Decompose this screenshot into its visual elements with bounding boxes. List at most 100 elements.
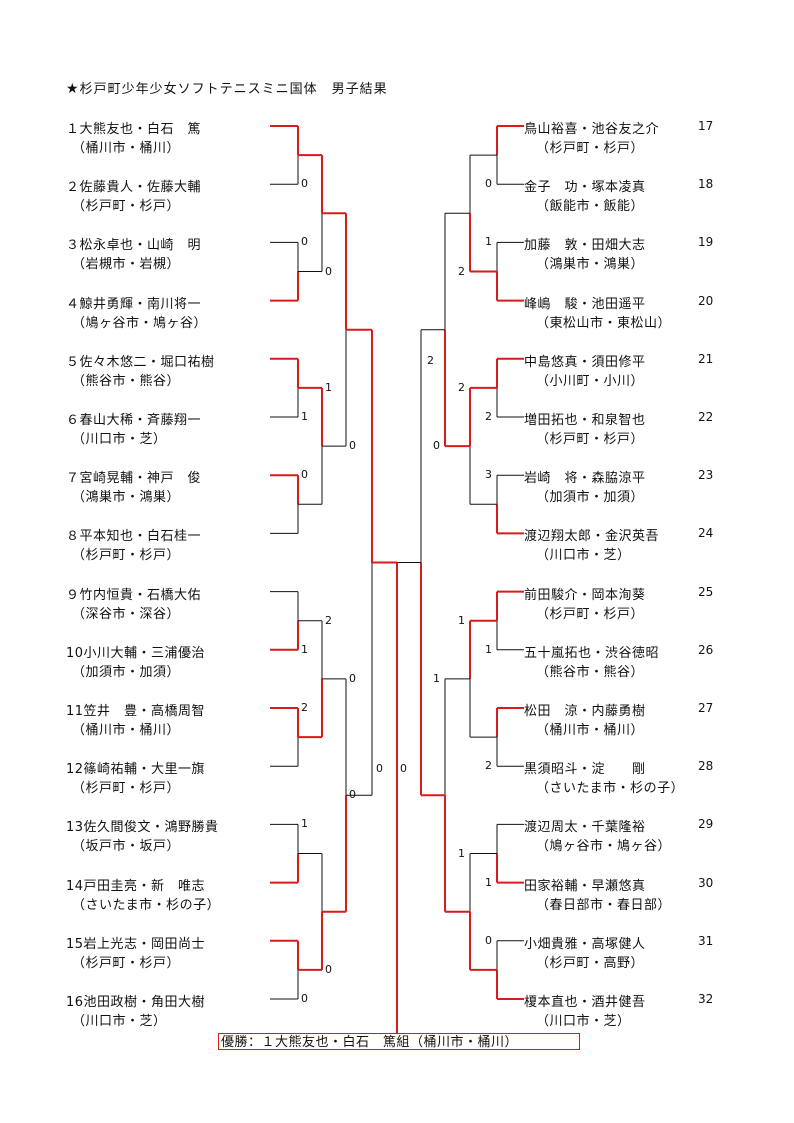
score: 0	[301, 235, 308, 249]
score: 3	[485, 468, 492, 482]
player-name: 五十嵐拓也・渋谷徳昭	[524, 645, 660, 661]
score: 1	[485, 875, 492, 889]
player-name: 榎本直也・酒井健吾	[524, 995, 646, 1010]
score: 2	[458, 380, 465, 394]
player-name: １大熊友也・白石 篤	[66, 122, 202, 137]
score: 0	[485, 933, 492, 947]
score: 1	[301, 410, 308, 423]
score: 0	[301, 992, 308, 1005]
player-club: （桶川市・桶川）	[72, 723, 181, 738]
score: 1	[325, 380, 332, 394]
seed-number: 27	[698, 701, 714, 715]
player-name: 黒須昭斗・淀 剛	[524, 762, 646, 778]
player-name: 11笠井 豊・高橋周智	[66, 704, 206, 719]
score: 0	[485, 177, 492, 191]
seed-number: 26	[698, 642, 714, 657]
score: 1	[301, 642, 308, 656]
player-club: （川口市・芝）	[72, 1014, 167, 1029]
player-club: （鴻巣市・鴻巣）	[72, 490, 181, 506]
player-name: ９竹内恒貴・石橋大佑	[66, 587, 202, 603]
champion-label: 優勝：１大熊友也・白石 篤組（桶川市・桶川）	[218, 1033, 580, 1050]
player-club: （小川町・小川）	[536, 373, 645, 389]
player-club: （さいたま市・杉の子）	[536, 781, 685, 797]
player-name: 松田 涼・内藤勇樹	[524, 704, 646, 719]
score: 0	[301, 177, 308, 191]
seed-number: 28	[698, 759, 714, 774]
page-title: ★杉戸町少年少女ソフトテニスミニ国体 男子結果	[66, 78, 388, 97]
player-club: （深谷市・深谷）	[72, 606, 181, 622]
score: 2	[458, 264, 465, 278]
final-score-right: 0	[400, 762, 407, 775]
player-club: （さいたま市・杉の子）	[72, 897, 221, 913]
player-name: 岩崎 将・森脇涼平	[524, 471, 646, 487]
player-name: 10小川大輔・三浦優治	[66, 645, 206, 661]
score: 2	[325, 613, 332, 627]
player-club: （杉戸町・杉戸）	[536, 432, 645, 447]
score: 1	[301, 817, 308, 831]
player-club: （熊谷市・熊谷）	[536, 664, 645, 680]
player-club: （杉戸町・杉戸）	[72, 781, 181, 797]
seed-number: 22	[698, 410, 714, 424]
player-name: 田家裕輔・早瀬悠真	[524, 878, 646, 894]
player-name: ３松永卓也・山崎 明	[66, 238, 202, 254]
seed-number: 23	[698, 468, 714, 483]
player-name: 小畑貴雅・高塚健人	[524, 936, 646, 952]
player-club: （川口市・芝）	[536, 548, 631, 564]
player-name: 15岩上光志・岡田尚士	[66, 936, 206, 952]
player-name: 渡辺翔太郎・金沢英吾	[524, 529, 660, 545]
score: 1	[485, 235, 492, 249]
score: 1	[458, 613, 465, 627]
player-name: 中島悠真・須田修平	[524, 354, 646, 370]
player-name: 渡辺周太・千葉隆裕	[524, 820, 646, 836]
player-name: ６春山大稀・斉藤翔一	[66, 413, 202, 428]
player-club: （杉戸町・杉戸）	[72, 548, 181, 564]
player-club: （春日部市・春日部）	[536, 897, 672, 913]
seed-number: 18	[698, 177, 714, 192]
seed-number: 25	[698, 584, 714, 599]
player-name: 13佐久間俊文・鴻野勝貴	[66, 820, 219, 836]
score: 2	[301, 701, 308, 714]
score: 0	[325, 264, 332, 278]
player-club: （鳩ヶ谷市・鳩ヶ谷）	[72, 315, 208, 331]
player-name: ８平本知也・白石桂一	[66, 529, 202, 545]
seed-number: 20	[698, 293, 714, 308]
seed-number: 32	[698, 992, 714, 1006]
score: 0	[325, 962, 332, 976]
player-club: （坂戸市・坂戸）	[72, 839, 181, 855]
player-club: （岩槻市・岩槻）	[72, 257, 181, 273]
player-name: ４鯨井勇輝・南川将一	[66, 296, 202, 312]
player-name: 16池田政樹・角田大樹	[66, 995, 206, 1010]
seed-number: 21	[698, 351, 714, 366]
score: 0	[433, 439, 440, 453]
score: 0	[349, 788, 356, 802]
score: 1	[458, 846, 465, 860]
star-icon: ★	[66, 81, 80, 97]
seed-number: 19	[698, 235, 714, 250]
player-name: ２佐藤貴人・佐藤大輔	[66, 180, 202, 196]
player-name: 金子 功・塚本凌真	[524, 180, 646, 196]
player-club: （鴻巣市・鴻巣）	[536, 257, 645, 273]
score: 1	[433, 671, 440, 685]
player-club: （桶川市・桶川）	[536, 723, 645, 738]
player-name: 増田拓也・和泉智也	[524, 413, 646, 428]
player-name: 前田駿介・岡本洵葵	[524, 587, 646, 603]
player-club: （熊谷市・熊谷）	[72, 373, 181, 389]
seed-number: 31	[698, 933, 714, 948]
player-club: （杉戸町・杉戸）	[72, 199, 181, 215]
player-club: （鳩ヶ谷市・鳩ヶ谷）	[536, 839, 672, 855]
player-name: 鳥山裕喜・池谷友之介	[524, 122, 660, 137]
player-club: （杉戸町・杉戸）	[536, 141, 645, 156]
seed-number: 17	[698, 119, 714, 133]
player-name: ５佐々木悠二・堀口祐樹	[66, 354, 215, 370]
final-score-left: 0	[376, 762, 383, 775]
player-club: （杉戸町・杉戸）	[72, 955, 181, 971]
player-name: 12篠崎祐輔・大里一旗	[66, 762, 206, 778]
score: 1	[485, 642, 492, 656]
seed-number: 30	[698, 875, 714, 890]
score: 0	[349, 671, 356, 685]
player-name: 14戸田圭亮・新 唯志	[66, 878, 206, 894]
player-name: ７宮崎晃輔・神戸 俊	[66, 471, 202, 487]
player-club: （川口市・芝）	[72, 432, 167, 447]
title-text: 杉戸町少年少女ソフトテニスミニ国体 男子結果	[79, 82, 388, 97]
